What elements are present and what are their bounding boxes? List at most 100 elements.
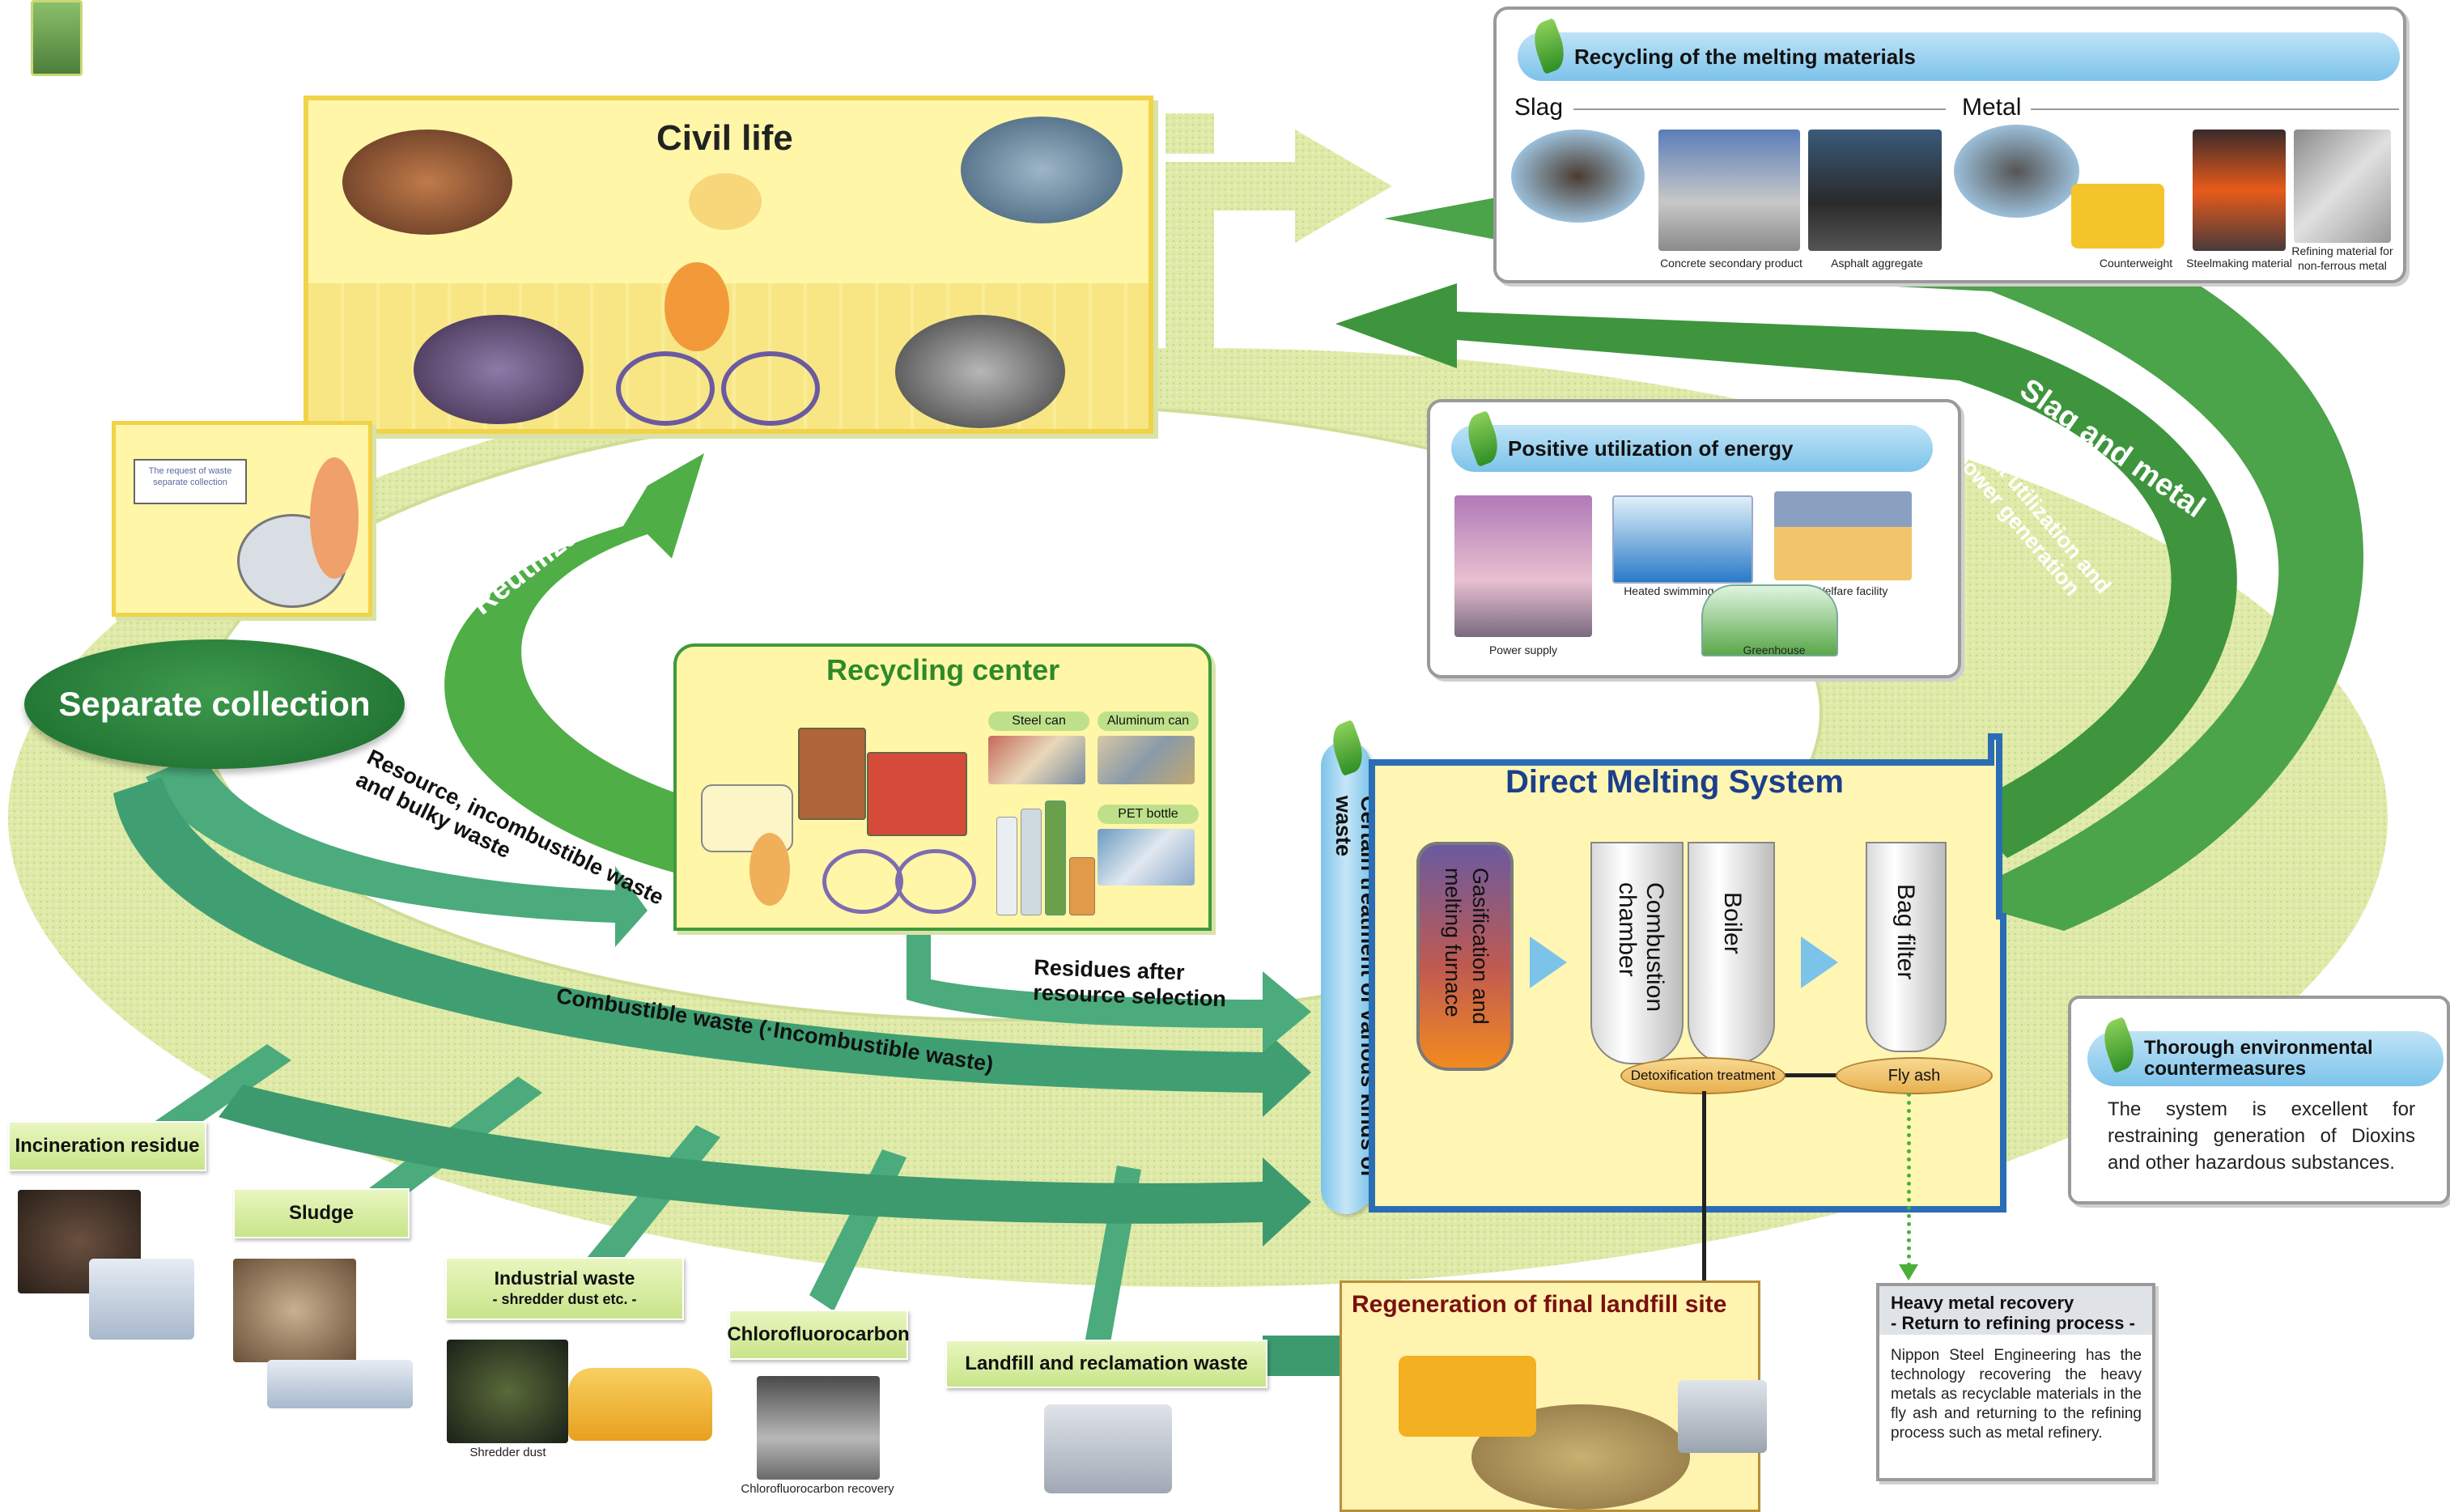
slag-label: Slag <box>1514 94 1564 121</box>
taxi-illustration <box>568 1368 712 1441</box>
excavator-illustration <box>2071 184 2164 248</box>
heat-arrow <box>1335 283 2237 858</box>
landfill-down-arrow <box>1702 1091 1706 1362</box>
swimming-pool-illustration <box>1612 495 1753 584</box>
melting-system-title: Direct Melting System <box>1505 764 1844 800</box>
landfill-reclamation-text: Landfill and reclamation waste <box>965 1353 1248 1374</box>
shredder-dust-photo <box>447 1340 568 1443</box>
heavy-metal-header <box>1879 1286 2152 1335</box>
corner-image <box>31 0 83 76</box>
industrial-waste-line1: Industrial waste <box>494 1268 635 1289</box>
greenhouse-caption: Greenhouse <box>1743 643 1806 656</box>
civil-life-title: Civil life <box>656 118 793 158</box>
resource-arrow <box>146 753 648 947</box>
boiler-label: Boiler <box>1719 892 1746 954</box>
gasification-furnace: Gasification and melting furnace <box>1416 842 1514 1071</box>
environment-title-line1: Thorough environmental <box>2144 1037 2373 1059</box>
steel-can-label: Steel can <box>988 711 1089 731</box>
refining-caption-line1: Refining material for <box>2291 244 2393 257</box>
recycling-photo <box>414 315 584 424</box>
chlorofluorocarbon-photo <box>757 1376 880 1480</box>
aluminum-can-label: Aluminum can <box>1098 711 1199 731</box>
welfare-facility-caption: Welfare facility <box>1814 584 1888 597</box>
shredder-dust-caption: Shredder dust <box>469 1446 546 1459</box>
chlorofluorocarbon-caption: Chlorofluorocarbon recovery <box>741 1482 894 1496</box>
incineration-residue-text: Incineration residue <box>15 1135 200 1157</box>
landfill-reclamation-label: Landfill and reclamation waste <box>945 1340 1267 1388</box>
industrial-waste-line2: - shredder dust etc. - <box>492 1291 637 1307</box>
children-illustration <box>600 230 875 426</box>
city-photo <box>961 117 1123 223</box>
asphalt-photo <box>1808 130 1942 251</box>
dump-truck-illustration <box>1678 1380 1767 1453</box>
sludge-photo <box>233 1259 356 1362</box>
energy-title: Positive utilization of energy <box>1451 425 1933 472</box>
environment-title-line2: countermeasures <box>2144 1058 2307 1080</box>
lower-flow-arrow <box>219 1085 1311 1247</box>
sludge-label: Sludge <box>233 1188 410 1238</box>
steelmaking-photo <box>2193 130 2286 251</box>
energy-panel: Positive utilization of energy Power sup… <box>1427 399 1961 678</box>
industrial-waste-label: Industrial waste - shredder dust etc. - <box>445 1257 684 1320</box>
tree-illustration <box>689 173 762 230</box>
landfill-panel: Regeneration of final landfill site <box>1340 1281 1767 1512</box>
separate-collection-oval: Separate collection <box>24 639 405 769</box>
landfill-arrow <box>1263 1336 1360 1376</box>
chlorofluorocarbon-label: Chlorofluorocarbon <box>727 1310 910 1360</box>
bag-filter-label: Bag filter <box>1892 884 1919 980</box>
steelmaking-caption: Steelmaking material <box>2186 257 2292 270</box>
aluminum-can-photo <box>1098 736 1195 784</box>
fly-ash-dotted-arrow <box>1907 1093 1911 1267</box>
power-supply-caption: Power supply <box>1488 643 1558 656</box>
certain-treatment-bar: Certain treatment of various kinds of wa… <box>1321 741 1381 1214</box>
metal-label: Metal <box>1962 94 2022 121</box>
sludge-text: Sludge <box>288 1202 354 1224</box>
concrete-product-photo <box>1658 130 1800 251</box>
fly-ash-dotted-arrowhead <box>1899 1264 1918 1281</box>
power-supply-photo <box>1454 495 1592 637</box>
factory-illustration <box>267 1360 413 1408</box>
factory-illustration <box>89 1259 194 1340</box>
greenhouse-illustration <box>1701 584 1838 656</box>
concrete-product-caption: Concrete secondary product <box>1660 257 1802 270</box>
bag-filter: Bag filter <box>1866 842 1947 1052</box>
aluminum-can-item: Aluminum can <box>1098 711 1199 788</box>
direct-melting-system-panel: Direct Melting System Gasification and m… <box>1368 730 2007 1214</box>
heavy-metal-panel: Heavy metal recovery - Return to refinin… <box>1876 1283 2155 1481</box>
combustion-chamber: Combustion chamber <box>1590 842 1684 1064</box>
family-tv-photo <box>342 130 512 235</box>
environment-body: The system is excellent for restraining … <box>2108 1098 2415 1174</box>
fly-ash-pill: Fly ash <box>1836 1057 1993 1094</box>
asphalt-caption: Asphalt aggregate <box>1831 257 1923 270</box>
welfare-facility-illustration <box>1774 491 1912 580</box>
pet-bottle-item: PET bottle <box>1098 805 1199 890</box>
walking-photo <box>895 315 1065 428</box>
refining-photo <box>2294 130 2391 243</box>
heavy-metal-title-line1: Heavy metal recovery <box>1891 1293 2074 1313</box>
incineration-residue-label: Incineration residue <box>8 1121 206 1171</box>
flow-arrow-right <box>1530 937 1567 988</box>
counterweight-caption: Counterweight <box>2099 257 2173 270</box>
melting-materials-title: Recycling of the melting materials <box>1518 32 2400 81</box>
environment-title: Thorough environmental countermeasures <box>2087 1031 2444 1086</box>
pet-bottle-photo <box>1098 829 1195 886</box>
truck-illustration <box>1044 1404 1172 1493</box>
furnace-label: Gasification and melting furnace <box>1441 868 1493 1025</box>
heavy-metal-body: Nippon Steel Engineering has the technol… <box>1891 1347 2142 1442</box>
energy-title-text: Positive utilization of energy <box>1508 435 1794 461</box>
recycling-center-title: Recycling center <box>826 653 1060 686</box>
combustion-label: Combustion chamber <box>1614 882 1668 1013</box>
residues-arrow <box>907 931 1311 1052</box>
request-sign: The request of waste separate collection <box>134 459 247 504</box>
flow-arrow-right <box>1801 937 1838 988</box>
recycling-center-panel: Recycling center Steel can Aluminum can … <box>673 643 1212 931</box>
return-arrow-light <box>1166 130 1392 348</box>
fly-ash-label: Fly ash <box>1887 1066 1941 1085</box>
metal-photo <box>1954 125 2079 218</box>
pet-bottle-label: PET bottle <box>1098 805 1199 824</box>
refining-caption-line2: non-ferrous metal <box>2298 259 2387 272</box>
slag-photo <box>1511 130 1645 223</box>
combustible-arrow <box>113 777 1311 1117</box>
steel-can-item: Steel can <box>988 711 1089 788</box>
